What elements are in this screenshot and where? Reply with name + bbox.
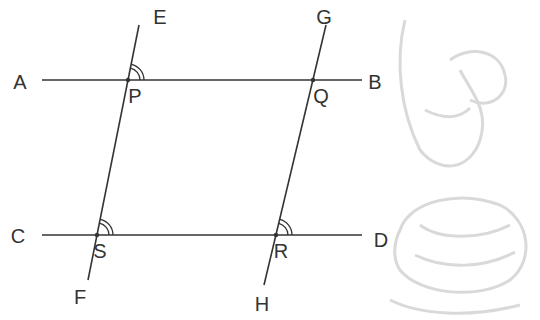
point-label: D: [374, 230, 388, 250]
angle-mark-r: [279, 219, 292, 235]
point-label: A: [13, 72, 26, 92]
angle-mark-s: [99, 219, 113, 235]
intersection-points: [95, 78, 315, 237]
point-label: H: [255, 294, 269, 314]
point-dot: [311, 78, 315, 82]
line-gh: [264, 25, 326, 285]
straight-lines: [42, 25, 362, 285]
line-ef: [88, 25, 139, 280]
point-dot: [126, 78, 130, 82]
turtle-watermark: [390, 20, 526, 313]
point-dot: [274, 233, 278, 237]
point-label: F: [74, 287, 86, 307]
angle-marks: [99, 64, 292, 235]
point-label: C: [11, 226, 25, 246]
point-label: G: [316, 7, 332, 27]
point-label: E: [153, 7, 166, 27]
angle-mark-p: [130, 64, 144, 80]
point-label: Q: [313, 86, 329, 106]
point-label: P: [128, 86, 141, 106]
line-cd: [42, 234, 362, 236]
point-dot: [95, 233, 99, 237]
point-label: S: [93, 241, 106, 261]
point-label: B: [368, 72, 381, 92]
point-label: R: [274, 241, 288, 261]
